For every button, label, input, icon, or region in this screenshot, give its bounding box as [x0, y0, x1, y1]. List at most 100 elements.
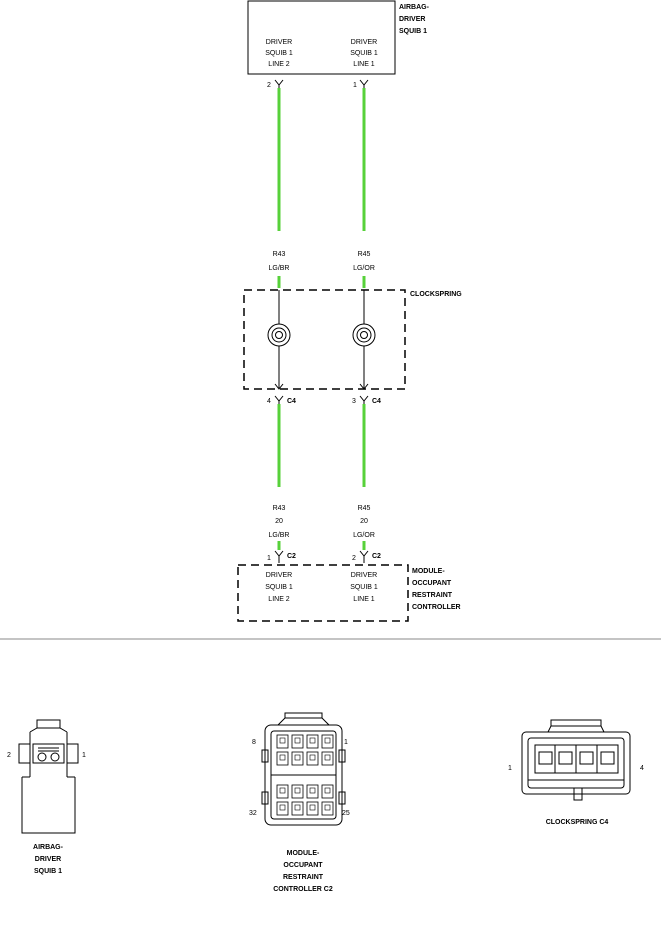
airbag-face-pin-2: 2 [7, 752, 11, 759]
airbag-pin2-label-3: LINE 2 [268, 61, 290, 68]
wire-r43-color-lower: LG/BR [268, 532, 289, 539]
orc-cavity-terminal [279, 787, 286, 794]
orc-pin-1-symbol [274, 550, 284, 563]
orc-cavity-terminal [309, 754, 316, 761]
orc-cavity-terminal [309, 787, 316, 794]
airbag-caption-2: DRIVER [35, 856, 61, 863]
clockspring-title: CLOCKSPRING [410, 291, 462, 298]
orc-cavity-terminal [309, 804, 316, 811]
wire-r43-circuit: R43 [273, 251, 286, 258]
orc-cavity [321, 734, 334, 749]
airbag-pin-2-number: 2 [267, 82, 271, 89]
orc-caption-2: OCCUPANT [283, 862, 323, 869]
airbag-pin-1-number: 1 [353, 82, 357, 89]
orc-c2-connector-face [261, 712, 346, 826]
orc-cavity [291, 784, 304, 799]
orc-face-pin-32: 32 [249, 810, 257, 817]
orc-face-pin-25: 25 [342, 810, 350, 817]
clockspring-pin-4-connector: C4 [287, 398, 296, 405]
orc-pin2-label-2: SQUIB 1 [350, 584, 378, 591]
airbag-caption-1: AIRBAG- [33, 844, 64, 851]
airbag-title-3: SQUIB 1 [399, 28, 427, 35]
airbag-face-pin-1: 1 [82, 752, 86, 759]
orc-cavity-terminal [324, 787, 331, 794]
clockspring-coil-right [352, 323, 376, 347]
orc-cavity [306, 784, 319, 799]
orc-pin1-label-3: LINE 2 [268, 596, 290, 603]
orc-cavity-terminal [309, 737, 316, 744]
wire-r45-circuit-lower: R45 [358, 505, 371, 512]
airbag-title-2: DRIVER [399, 16, 425, 23]
orc-cavity [306, 751, 319, 766]
orc-caption-4: CONTROLLER C2 [273, 886, 333, 893]
clockspring-caption: CLOCKSPRING C4 [546, 819, 609, 826]
clockspring-c4-connector-face [521, 719, 631, 801]
clockspring-pin-4-number: 4 [267, 398, 271, 405]
airbag-squib-box [247, 0, 396, 75]
wire-r43-gauge: 20 [275, 518, 283, 525]
wire-r45-color-lower: LG/OR [353, 532, 375, 539]
orc-cavity-terminal [324, 804, 331, 811]
orc-cavity-terminal [324, 754, 331, 761]
orc-face-pin-8: 8 [252, 739, 256, 746]
airbag-pin1-label-3: LINE 1 [353, 61, 375, 68]
clockspring-face-pin-4: 4 [640, 765, 644, 772]
orc-title-1: MODULE- [412, 568, 445, 575]
orc-cavity [321, 801, 334, 816]
orc-cavity [291, 734, 304, 749]
orc-title-4: CONTROLLER [412, 604, 461, 611]
orc-pin-2-number: 2 [352, 555, 356, 562]
orc-cavity [276, 784, 289, 799]
orc-cavity-terminal [294, 737, 301, 744]
airbag-pin1-label-2: SQUIB 1 [350, 50, 378, 57]
airbag-caption-3: SQUIB 1 [34, 868, 62, 875]
orc-pin2-label-1: DRIVER [351, 572, 377, 579]
orc-cavity [321, 784, 334, 799]
clockspring-arrow-right [359, 383, 369, 390]
clockspring-coil-left [267, 323, 291, 347]
clockspring-pin-3-connector: C4 [372, 398, 381, 405]
orc-cavity-terminal [279, 804, 286, 811]
wire-r45-gauge: 20 [360, 518, 368, 525]
orc-c2-cavities [276, 734, 334, 816]
orc-cavity-terminal [279, 737, 286, 744]
orc-cavity [276, 734, 289, 749]
orc-cavity-terminal [294, 754, 301, 761]
wire-r45-color: LG/OR [353, 265, 375, 272]
airbag-pin1-label-1: DRIVER [351, 39, 377, 46]
orc-face-pin-1: 1 [344, 739, 348, 746]
orc-pin2-label-3: LINE 1 [353, 596, 375, 603]
orc-cavity-terminal [294, 787, 301, 794]
airbag-pin2-label-2: SQUIB 1 [265, 50, 293, 57]
orc-pin-1-number: 1 [267, 555, 271, 562]
orc-title-3: RESTRAINT [412, 592, 453, 599]
orc-cavity [291, 751, 304, 766]
wire-r45-circuit: R45 [358, 251, 371, 258]
orc-cavity-terminal [279, 754, 286, 761]
orc-cavity [276, 751, 289, 766]
clockspring-box [243, 289, 406, 390]
orc-cavity [276, 801, 289, 816]
orc-pin1-label-2: SQUIB 1 [265, 584, 293, 591]
orc-box [237, 564, 409, 622]
orc-caption-3: RESTRAINT [283, 874, 324, 881]
airbag-title-1: AIRBAG- [399, 4, 430, 11]
orc-pin-2-symbol [359, 550, 369, 563]
clockspring-pin-3-number: 3 [352, 398, 356, 405]
wire-r43-circuit-lower: R43 [273, 505, 286, 512]
airbag-pin2-label-1: DRIVER [266, 39, 292, 46]
orc-cavity [306, 801, 319, 816]
airbag-connector-face [18, 719, 79, 834]
orc-cavity [291, 801, 304, 816]
orc-cavity [321, 751, 334, 766]
orc-caption-1: MODULE- [287, 850, 320, 857]
orc-title-2: OCCUPANT [412, 580, 452, 587]
wire-r43-color: LG/BR [268, 265, 289, 272]
orc-pin-2-connector: C2 [372, 553, 381, 560]
clockspring-arrow-left [274, 383, 284, 390]
orc-pin-1-connector: C2 [287, 553, 296, 560]
clockspring-face-pin-1: 1 [508, 765, 512, 772]
orc-cavity-terminal [294, 804, 301, 811]
orc-cavity-terminal [324, 737, 331, 744]
